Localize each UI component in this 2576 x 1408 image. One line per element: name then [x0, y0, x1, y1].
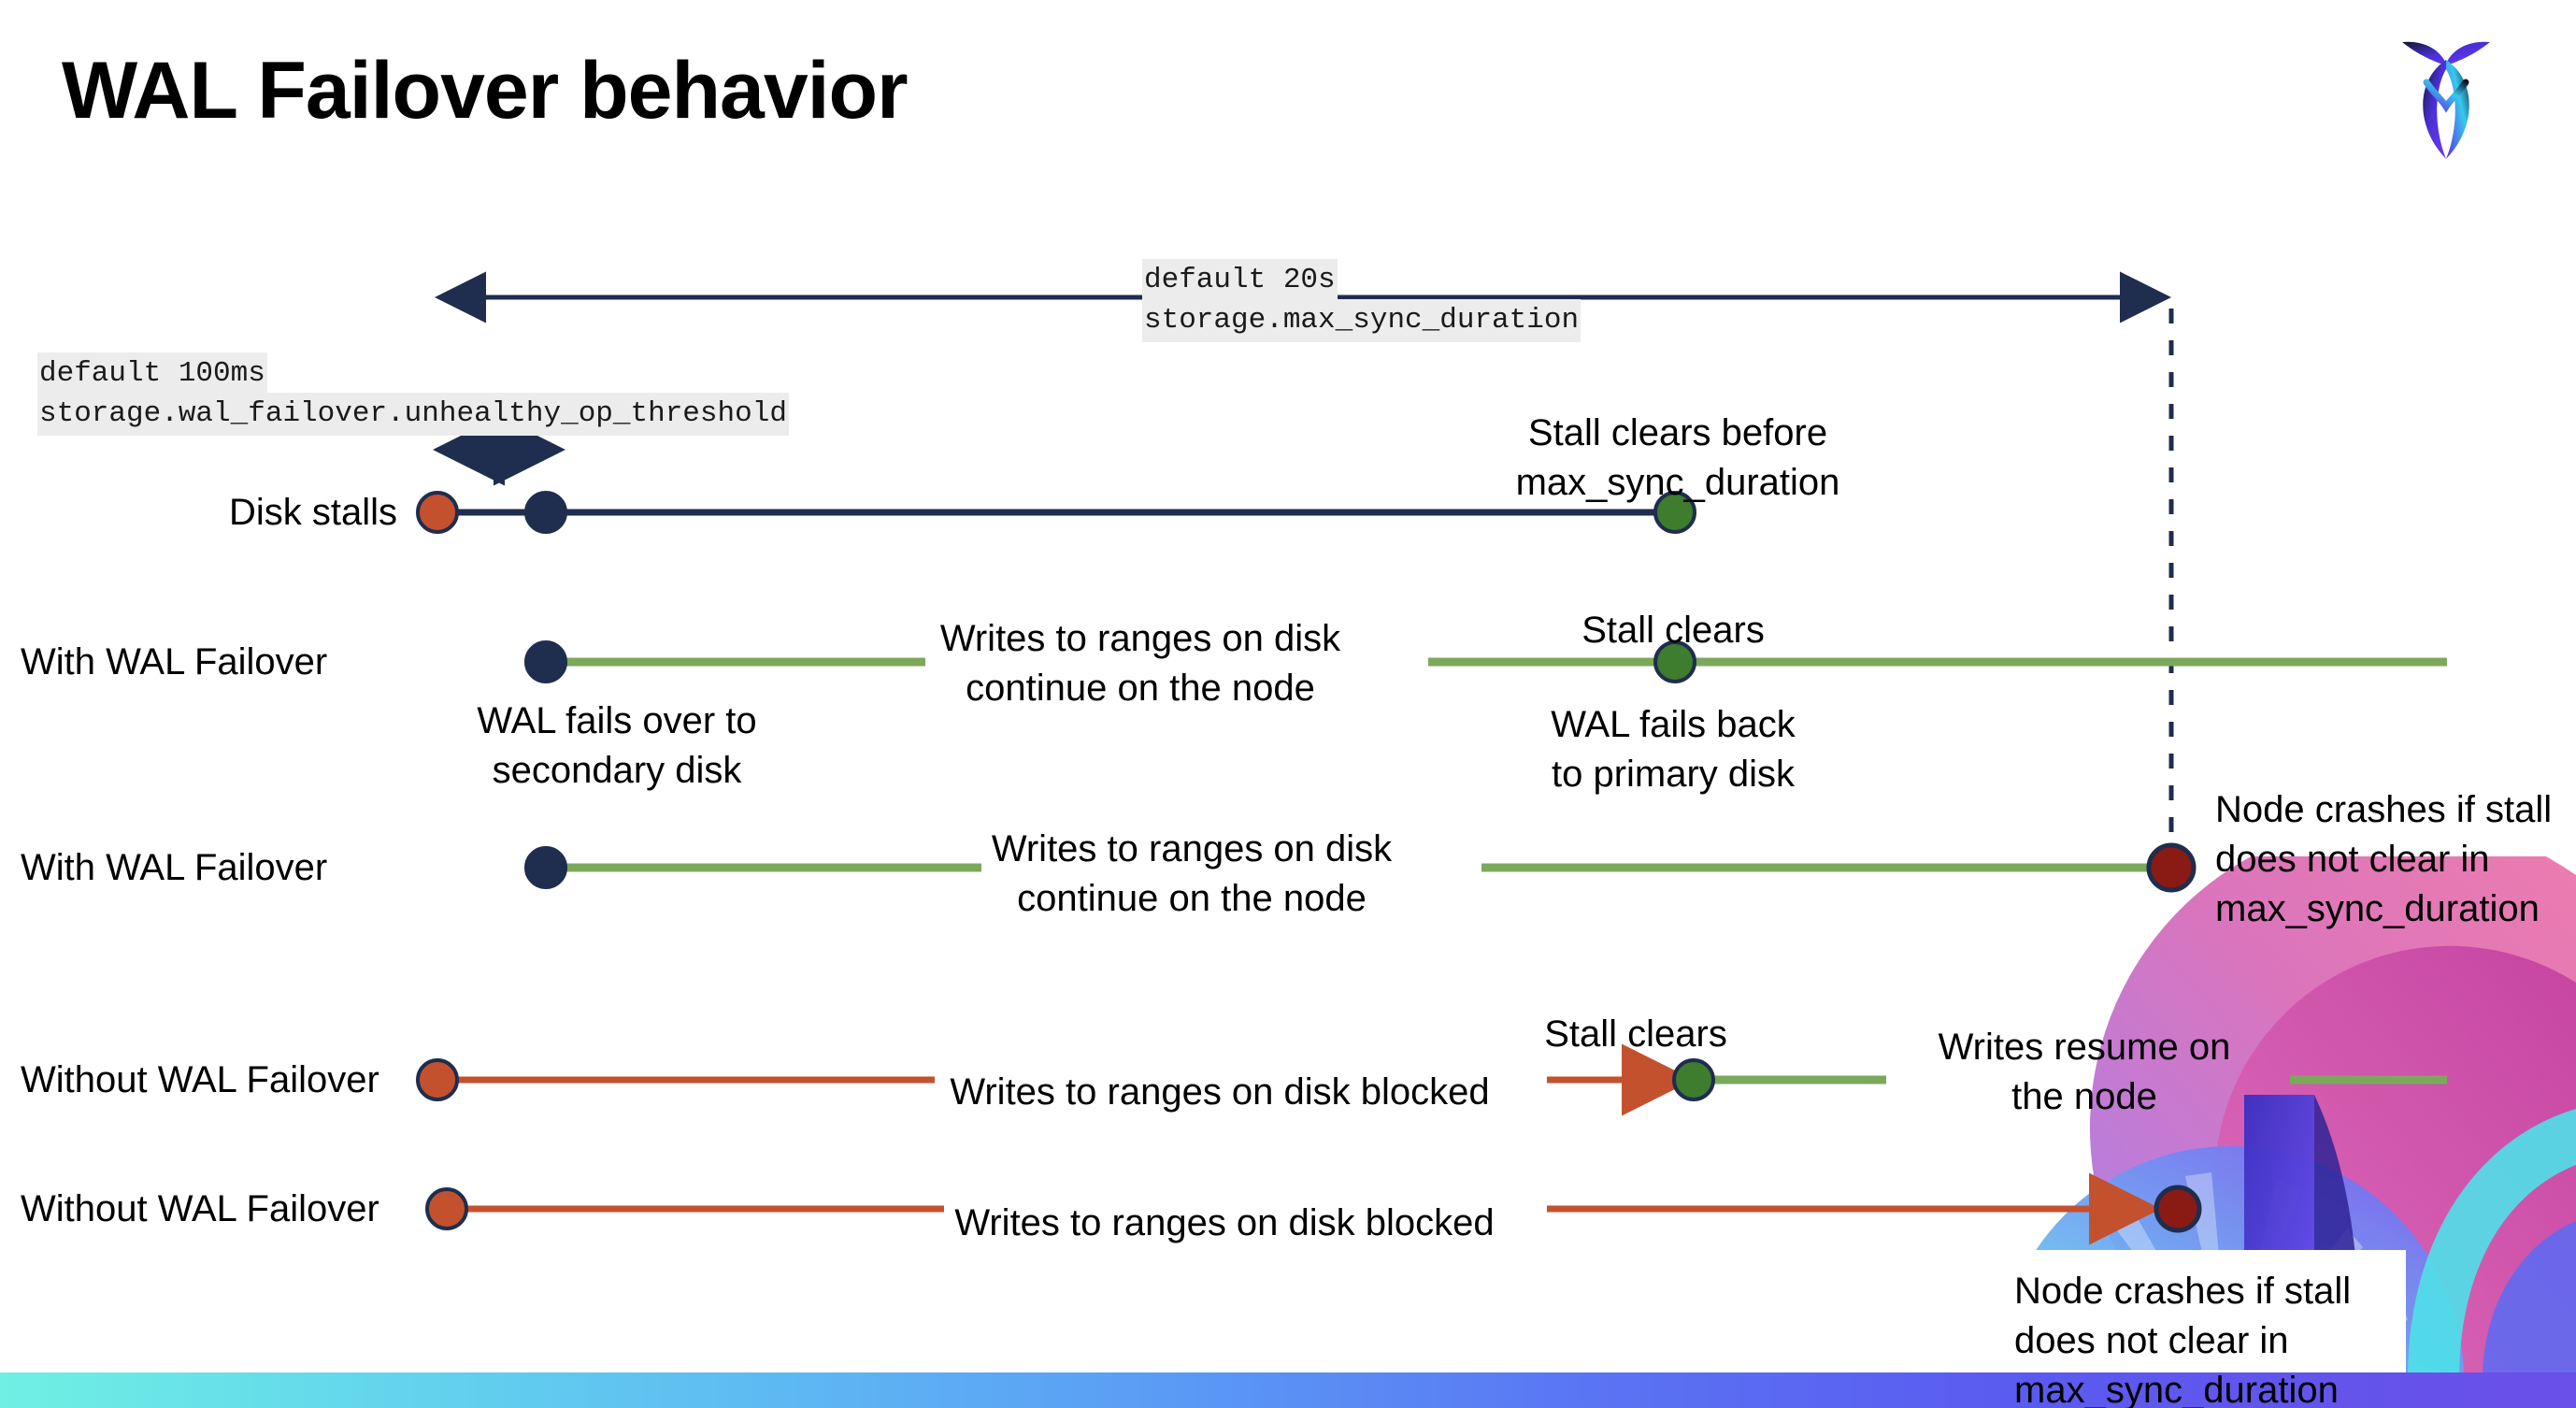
callout-node-crashes-1: Node crashes if stall does not clear in …: [2215, 789, 2553, 929]
callout-stall-clears-1: Stall clears: [1581, 610, 1765, 651]
callout-writes-blocked-1: Writes to ranges on disk blocked: [950, 1071, 1490, 1113]
stall-clears-dot: [1672, 1058, 1715, 1101]
callout-wal-fails-over: WAL fails over to secondary disk: [477, 700, 757, 791]
row-label-with-wal-failover-2: With WAL Failover: [21, 847, 328, 888]
max-sync-default-chip: default 20s: [1142, 259, 1338, 303]
unhealthy-op-setting-chip: storage.wal_failover.unhealthy_op_thresh…: [37, 393, 789, 437]
callout-writes-continue-2: Writes to ranges on disk continue on the…: [991, 828, 1393, 919]
callout-writes-blocked-2: Writes to ranges on disk blocked: [954, 1202, 1495, 1243]
stall-clears-dot: [1653, 491, 1696, 534]
wal-failover-dot: [524, 846, 567, 889]
row-with-wal-failover-2-track: [524, 842, 2197, 893]
row-with-wal-failover-1-track: [524, 640, 2447, 683]
cockroachdb-logo: [2395, 28, 2497, 168]
stall-clears-dot: [1653, 640, 1696, 683]
callout-node-crashes-2: Node crashes if stall does not clear in …: [2014, 1271, 2352, 1408]
stall-start-dot: [416, 1058, 459, 1101]
callout-writes-continue-1: Writes to ranges on disk continue on the…: [939, 618, 1341, 709]
failover-trigger-dot: [524, 491, 567, 534]
row-without-wal-failover-2-track: [425, 1172, 2202, 1245]
wal-failover-dot: [524, 640, 567, 683]
row-label-without-wal-failover-1: Without WAL Failover: [21, 1059, 379, 1100]
callout-stall-clears-2: Stall clears: [1544, 1013, 1727, 1055]
unhealthy-op-default-chip: default 100ms: [37, 352, 267, 396]
row-disk-stalls-track: [416, 491, 1696, 534]
node-crash-dot: [2154, 1185, 2202, 1233]
row-label-with-wal-failover-1: With WAL Failover: [21, 641, 328, 682]
bottom-gradient-bar: [0, 1372, 2576, 1408]
row-label-disk-stalls: Disk stalls: [228, 492, 397, 533]
row-without-wal-failover-1-track: [416, 1043, 2447, 1116]
page-title: WAL Failover behavior: [62, 46, 909, 136]
callout-wal-fails-back: WAL fails back to primary disk: [1551, 704, 1796, 795]
callout-stall-clears-before-max-sync: Stall clears before max_sync_duration: [1515, 412, 1840, 503]
row-label-without-wal-failover-2: Without WAL Failover: [21, 1188, 379, 1229]
stall-start-dot: [416, 491, 459, 534]
node-crash-dot: [2146, 842, 2197, 893]
max-sync-setting-chip: storage.max_sync_duration: [1142, 299, 1581, 343]
stall-start-dot: [425, 1187, 468, 1230]
callout-writes-resume: Writes resume on the node: [1938, 1027, 2231, 1117]
